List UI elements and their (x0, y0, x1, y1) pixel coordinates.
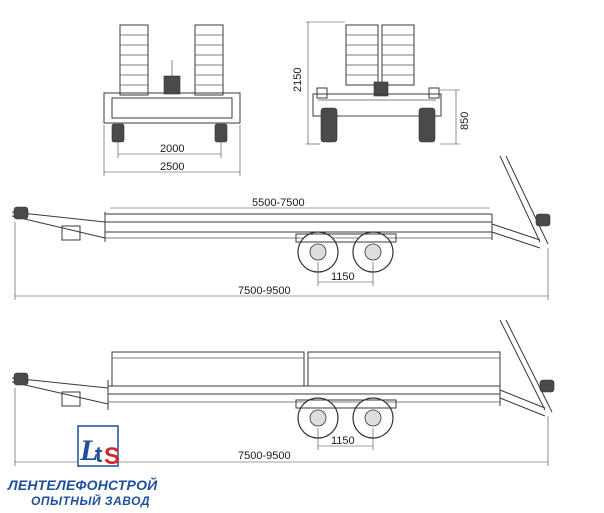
svg-text:t: t (95, 442, 103, 467)
dim-rear-height: 2150 (292, 68, 304, 92)
dim-axle-spacing-2: 1150 (331, 435, 355, 447)
dim-overall-length-2: 7500-9500 (238, 450, 291, 462)
brand-subtitle: ОПЫТНЫЙ ЗАВОД (31, 494, 151, 508)
side-view-flatbed: 5500-7500 1150 7500-9500 (11, 155, 551, 300)
brand-name: ЛЕНТЕЛЕФОНСТРОЙ (8, 477, 158, 493)
dim-front-width: 2500 (160, 161, 184, 173)
svg-text:S: S (104, 443, 120, 470)
svg-text:L: L (79, 434, 98, 467)
dim-rear-platform-height: 850 (459, 112, 471, 130)
dim-front-track: 2000 (160, 143, 184, 155)
dim-overall-length-1: 7500-9500 (238, 285, 291, 297)
brand-logo: L t S (77, 425, 120, 470)
dim-platform-length: 5500-7500 (252, 197, 305, 209)
rear-view: 2150 850 (292, 21, 471, 145)
side-view-with-sides: 1150 7500-9500 (11, 319, 555, 466)
dim-axle-spacing-1: 1150 (331, 271, 355, 283)
front-view: 2000 2500 (103, 24, 241, 176)
